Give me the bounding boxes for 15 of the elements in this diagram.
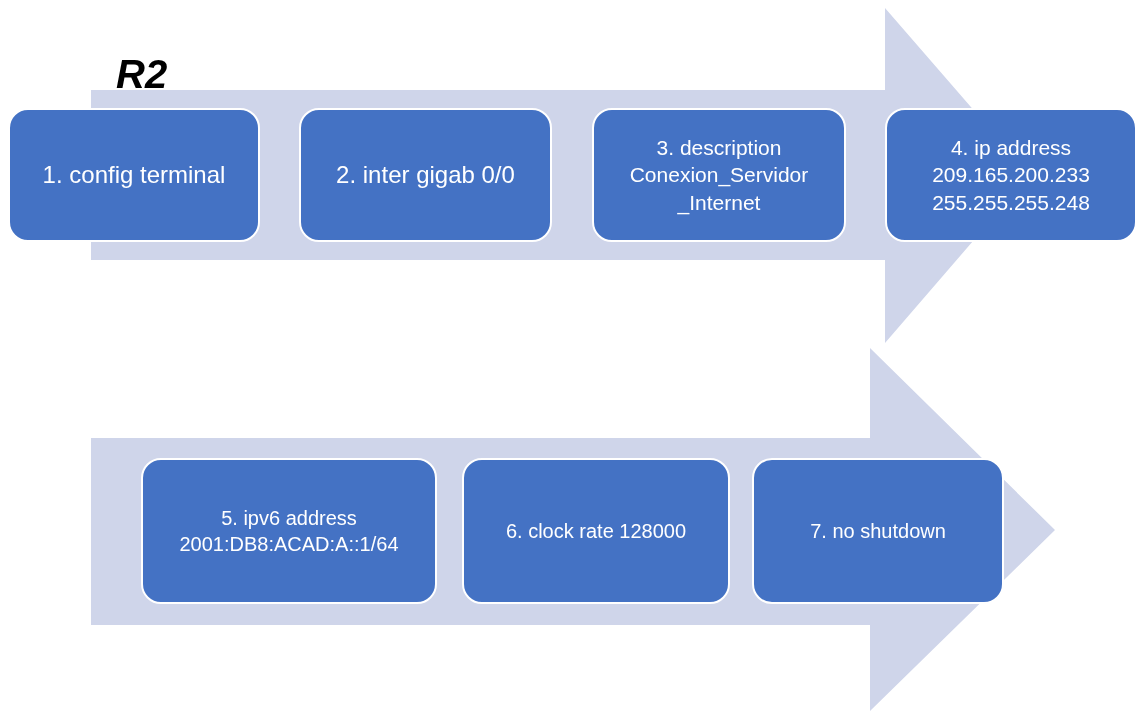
step-box: [141, 458, 437, 604]
step-box: [462, 458, 730, 604]
step-box: [8, 108, 260, 242]
step-text: 2. inter gigab 0/0: [336, 160, 515, 191]
step-text: 4. ip address 209.165.200.233 255.255.255.248: [931, 135, 1091, 216]
step-text: 5. ipv6 address 2001:DB8:ACAD:A::1/64: [178, 506, 400, 557]
step-box: [592, 108, 846, 242]
step-text: 1. config terminal: [42, 160, 226, 191]
step-box: [752, 458, 1004, 604]
step-box: [299, 108, 552, 242]
step-text: 3. description Conexion_Servidor _Internet: [628, 135, 810, 216]
step-box: [885, 108, 1137, 242]
step-text: 6. clock rate 128000: [505, 519, 687, 544]
step-text: 7. no shutdown: [810, 519, 946, 544]
title: R2: [116, 52, 168, 97]
